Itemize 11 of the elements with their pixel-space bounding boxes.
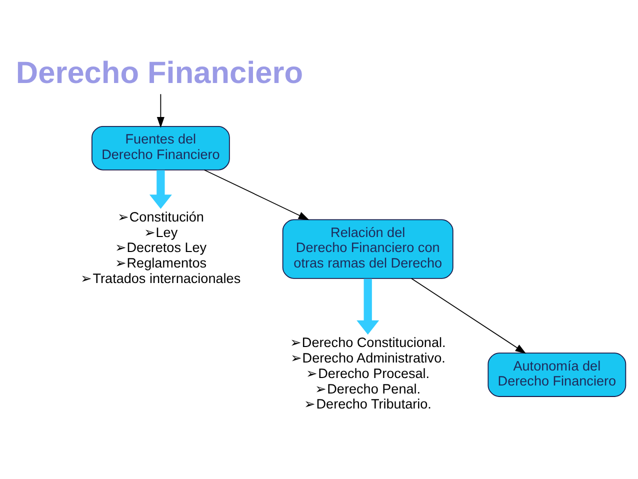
arrow bbox=[411, 278, 526, 354]
node-text: Derecho Financiero bbox=[16, 54, 304, 90]
node-box: Relación del Derecho Financiero con otras ramas del Derecho bbox=[282, 218, 454, 278]
arrow bbox=[204, 169, 310, 220]
node-text: ➢Derecho Constitucional. ➢Derecho Administrativo. ➢Derecho Procesal. ➢Derecho Penal. ➢Derecho Tributario. bbox=[290, 334, 446, 412]
node-text: ➢Constitución ➢Ley ➢Decretos Ley ➢Reglamentos ➢Tratados internacionales bbox=[80, 208, 241, 286]
node-box: Fuentes del Derecho Financiero bbox=[91, 126, 230, 170]
arrow bbox=[156, 93, 164, 128]
arrow bbox=[356, 278, 380, 334]
arrow bbox=[149, 170, 172, 208]
node-box: Autonomía del Derecho Financiero bbox=[488, 352, 626, 396]
